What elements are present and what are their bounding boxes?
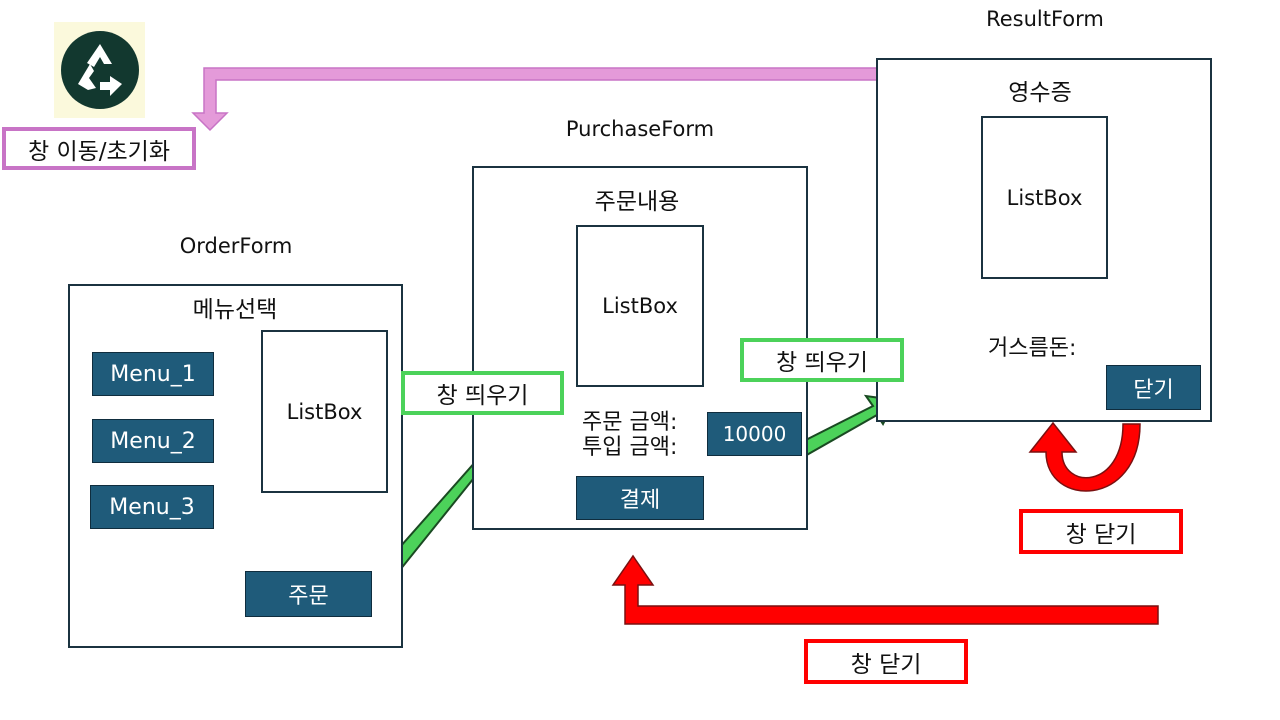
change-label: 거스름돈: [988,336,1077,361]
purchase-form-title: PurchaseForm [565,117,715,141]
result-listbox[interactable]: ListBox [981,116,1108,279]
order-form-title: OrderForm [179,234,293,258]
close-window-label-2: 창 닫기 [804,639,968,684]
menu-1-button[interactable]: Menu_1 [92,352,214,396]
order-button[interactable]: 주문 [245,571,372,617]
recycle-icon [54,22,145,118]
close-button[interactable]: 닫기 [1106,365,1201,410]
order-listbox[interactable]: ListBox [261,330,388,493]
menu-3-button[interactable]: Menu_3 [90,485,214,529]
menu-2-button[interactable]: Menu_2 [92,419,214,463]
close-window-label-1: 창 닫기 [1019,509,1183,554]
legend-reset-label: 창 이동/초기화 [2,127,196,170]
open-window-label-2: 창 띄우기 [740,338,904,382]
result-form-header: 영수증 [1008,80,1072,106]
open-window-label-1: 창 띄우기 [401,371,564,415]
close-self-arrow [1028,421,1141,492]
pay-button[interactable]: 결제 [576,476,704,520]
purchase-form-header: 주문내용 [594,189,680,215]
purchase-listbox[interactable]: ListBox [576,225,704,387]
order-form-header: 메뉴선택 [192,297,278,323]
input-amount-label: 투입 금액: [582,435,678,460]
result-form-title: ResultForm [986,7,1104,31]
order-amount-label: 주문 금액: [582,410,678,435]
amount-value-box[interactable]: 10000 [707,412,802,456]
close-result-arrow [611,554,1159,625]
reset-arrow [191,67,879,132]
